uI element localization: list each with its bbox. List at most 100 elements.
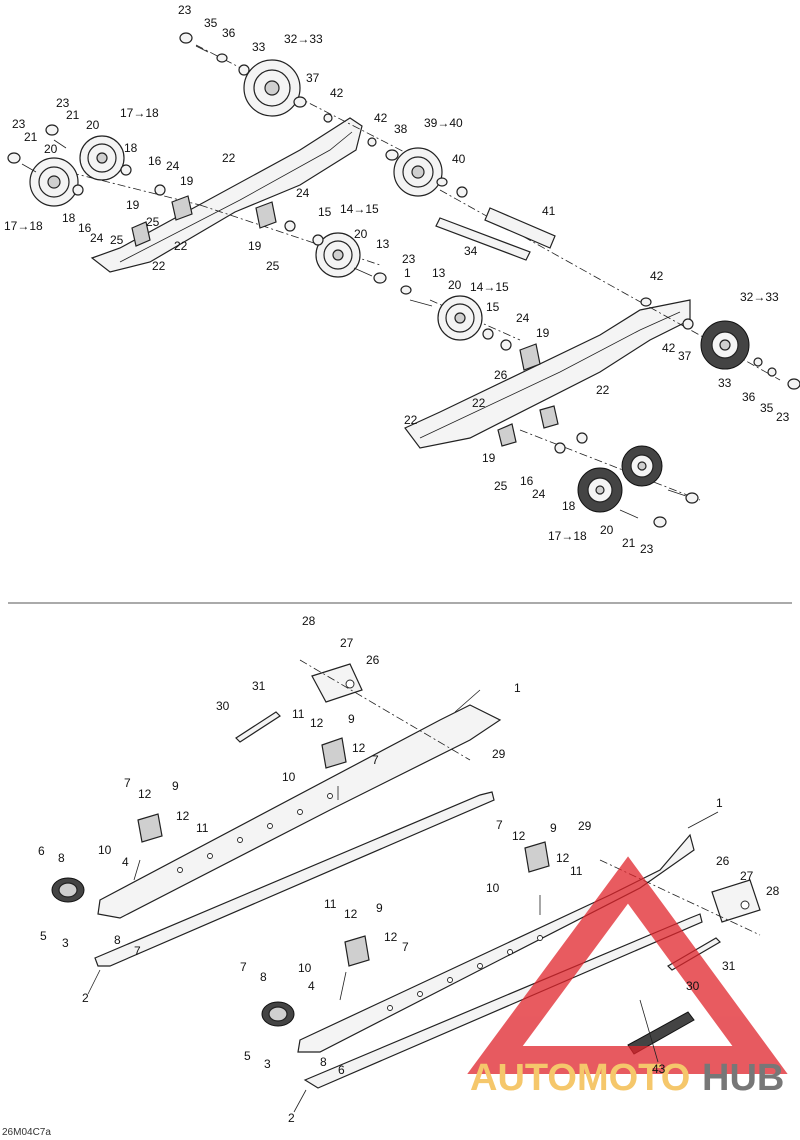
callout: 21 [622, 536, 636, 550]
callout: 22 [152, 259, 166, 273]
upper-rail-inner [119, 131, 353, 263]
callout: 8 [320, 1055, 327, 1069]
callout: 18 [62, 211, 76, 225]
callout: 7 [124, 776, 131, 790]
callout: 12 [310, 716, 324, 730]
callout: 25 [110, 233, 124, 247]
bumper-5-lower [261, 1001, 295, 1027]
rail-holes [177, 793, 543, 1011]
callout: 15 [318, 205, 332, 219]
callout: 32→33 [284, 32, 323, 46]
callout: 24 [532, 487, 546, 501]
callout: 19 [536, 326, 550, 340]
slider-2-lower [303, 913, 703, 1089]
callout: 26 [366, 653, 380, 667]
callout: 43 [652, 1062, 666, 1076]
callout: 23 [776, 410, 790, 424]
callout: 25 [266, 259, 280, 273]
callout: 42 [662, 341, 676, 355]
callout: 12 [556, 851, 570, 865]
callout: 12 [138, 787, 152, 801]
callout: 37 [678, 349, 692, 363]
callout: 10 [298, 961, 312, 975]
wheel-32-right [700, 320, 750, 370]
callout: 12 [384, 930, 398, 944]
wheel-17-bottom-b [621, 445, 663, 487]
callout: 42 [650, 269, 664, 283]
callout: 19 [126, 198, 140, 212]
callout: 11 [570, 864, 583, 878]
axle-centerline-1 [195, 44, 421, 161]
callout: 9 [348, 712, 355, 726]
callout: 16 [78, 221, 92, 235]
callout: 6 [338, 1063, 345, 1077]
callout: 24 [296, 186, 310, 200]
callout: 23 [640, 542, 654, 556]
callout: 13 [376, 237, 390, 251]
callout: 1 [716, 796, 723, 810]
pivot-arm-lower [711, 879, 761, 923]
callout: 36 [222, 26, 236, 40]
callout: 8 [260, 970, 267, 984]
callouts-bottom: 28 27 26 31 1 30 11 12 9 12 7 10 29 7 12… [38, 614, 780, 1125]
bottom-centerline-1 [299, 659, 471, 761]
wheel-39-top [393, 147, 443, 197]
callout: 23 [402, 252, 416, 266]
callout: 40 [452, 152, 466, 166]
callout: 3 [62, 936, 69, 950]
callout: 20 [600, 523, 614, 537]
callout: 2 [82, 991, 89, 1005]
pivot-arm-upper [311, 663, 363, 703]
callout: 14→15 [340, 202, 379, 216]
callout: 9 [376, 901, 383, 915]
callout: 7 [372, 753, 379, 767]
upper-rail-frame [90, 117, 363, 273]
callout: 34 [464, 244, 478, 258]
callout: 39→40 [424, 116, 463, 130]
callout: 37 [306, 71, 320, 85]
callouts-top: 23 35 36 33 32→33 37 42 42 38 39→40 40 4… [4, 3, 790, 556]
callout: 9 [550, 821, 557, 835]
callout: 7 [240, 960, 247, 974]
callout: 8 [58, 851, 65, 865]
callout: 3 [264, 1057, 271, 1071]
wheel-14-mid [315, 232, 361, 278]
callout: 25 [146, 215, 160, 229]
wheel-17-left [29, 157, 79, 207]
brackets-top [131, 195, 559, 447]
wheel-14-lower [437, 295, 483, 341]
callout: 11 [292, 707, 305, 721]
callout: 16 [520, 474, 534, 488]
callout: 35 [760, 401, 774, 415]
callout: 26 [716, 854, 730, 868]
callout: 12 [512, 829, 526, 843]
callout: 25 [494, 479, 508, 493]
slider-2-upper [94, 791, 495, 967]
callout: 41 [542, 204, 556, 218]
callout: 35 [204, 16, 218, 30]
callout: 28 [302, 614, 316, 628]
callout: 23 [178, 3, 192, 17]
wheel-17-bottom-a [577, 467, 623, 513]
callout: 38 [394, 122, 408, 136]
callout: 14→15 [470, 280, 509, 294]
callout: 20 [354, 227, 368, 241]
callout: 21 [66, 108, 80, 122]
callout: 31 [722, 959, 736, 973]
callout: 22 [174, 239, 188, 253]
callout: 18 [562, 499, 576, 513]
callout: 23 [56, 96, 70, 110]
callout: 33 [252, 40, 266, 54]
callout: 15 [486, 300, 500, 314]
callout: 23 [12, 117, 26, 131]
callout: 18 [124, 141, 138, 155]
callout: 7 [134, 944, 141, 958]
callout: 22 [222, 151, 236, 165]
callout: 29 [578, 819, 592, 833]
callout: 1 [404, 266, 411, 280]
callout: 12 [176, 809, 190, 823]
callout: 19 [248, 239, 262, 253]
callout: 24 [166, 159, 180, 173]
callout: 5 [244, 1049, 251, 1063]
callout: 2 [288, 1111, 295, 1125]
